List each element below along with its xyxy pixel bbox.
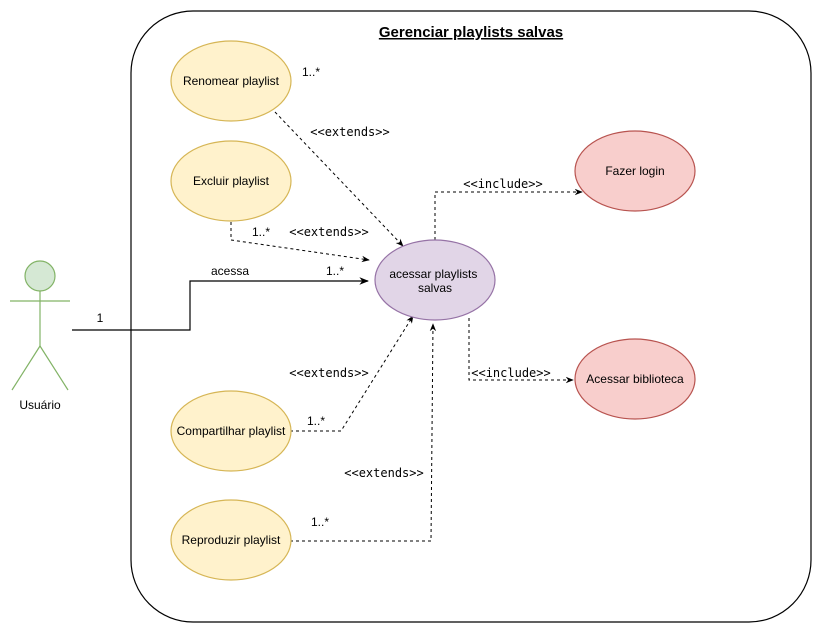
usecase-acessar-line-1: acessar playlists — [389, 267, 477, 281]
extends-renomear-arrow — [274, 111, 404, 247]
usecase-excluir-playlist[interactable] — [170, 140, 292, 222]
include-biblioteca-arrow — [468, 318, 574, 384]
usecase-acessar-label: acessar playlists salvas — [389, 267, 480, 295]
usecase-acessar-biblioteca[interactable] — [574, 338, 696, 420]
extends-compartilhar-arrow — [290, 315, 414, 432]
association-acessa-label: acessa — [211, 264, 249, 278]
usecase-login-label: Fazer login — [605, 164, 664, 178]
usecase-compartilhar-playlist[interactable] — [170, 390, 292, 472]
usecase-biblioteca-label: Acessar biblioteca — [586, 372, 684, 386]
include-login-arrow — [434, 188, 583, 240]
actor-usuario[interactable] — [10, 260, 70, 391]
actor-head — [24, 260, 56, 292]
excluir-stereotype: <<extends>> — [289, 225, 368, 239]
usecase-reproduzir-label: Reproduzir playlist — [182, 533, 281, 547]
usecase-reproduzir-playlist[interactable] — [170, 499, 292, 581]
excluir-multiplicity: 1..* — [252, 225, 270, 239]
usecase-excluir-label: Excluir playlist — [193, 174, 270, 188]
biblioteca-stereotype: <<include>> — [471, 366, 550, 380]
association-acessa-multiplicity: 1..* — [326, 264, 344, 278]
login-stereotype: <<include>> — [463, 177, 542, 191]
extends-excluir-arrow — [230, 222, 370, 263]
compartilhar-stereotype: <<extends>> — [289, 366, 368, 380]
system-boundary — [130, 10, 812, 623]
actor-multiplicity: 1 — [97, 311, 104, 325]
usecase-renomear-label: Renomear playlist — [183, 74, 280, 88]
usecase-renomear-playlist[interactable] — [170, 40, 292, 122]
actor-label: Usuário — [19, 398, 61, 412]
usecase-acessar-line-2: salvas — [418, 281, 452, 295]
compartilhar-multiplicity: 1..* — [307, 414, 325, 428]
usecase-acessar-playlists-salvas[interactable] — [374, 239, 496, 321]
association-acessa — [72, 277, 369, 331]
reproduzir-multiplicity: 1..* — [311, 515, 329, 529]
usecase-fazer-login[interactable] — [574, 130, 696, 212]
renomear-multiplicity: 1..* — [302, 65, 320, 79]
extends-reproduzir-arrow — [290, 323, 437, 542]
renomear-stereotype: <<extends>> — [310, 125, 389, 139]
usecase-compartilhar-label: Compartilhar playlist — [177, 424, 286, 438]
reproduzir-stereotype: <<extends>> — [344, 466, 423, 480]
system-title: Gerenciar playlists salvas — [379, 24, 563, 41]
